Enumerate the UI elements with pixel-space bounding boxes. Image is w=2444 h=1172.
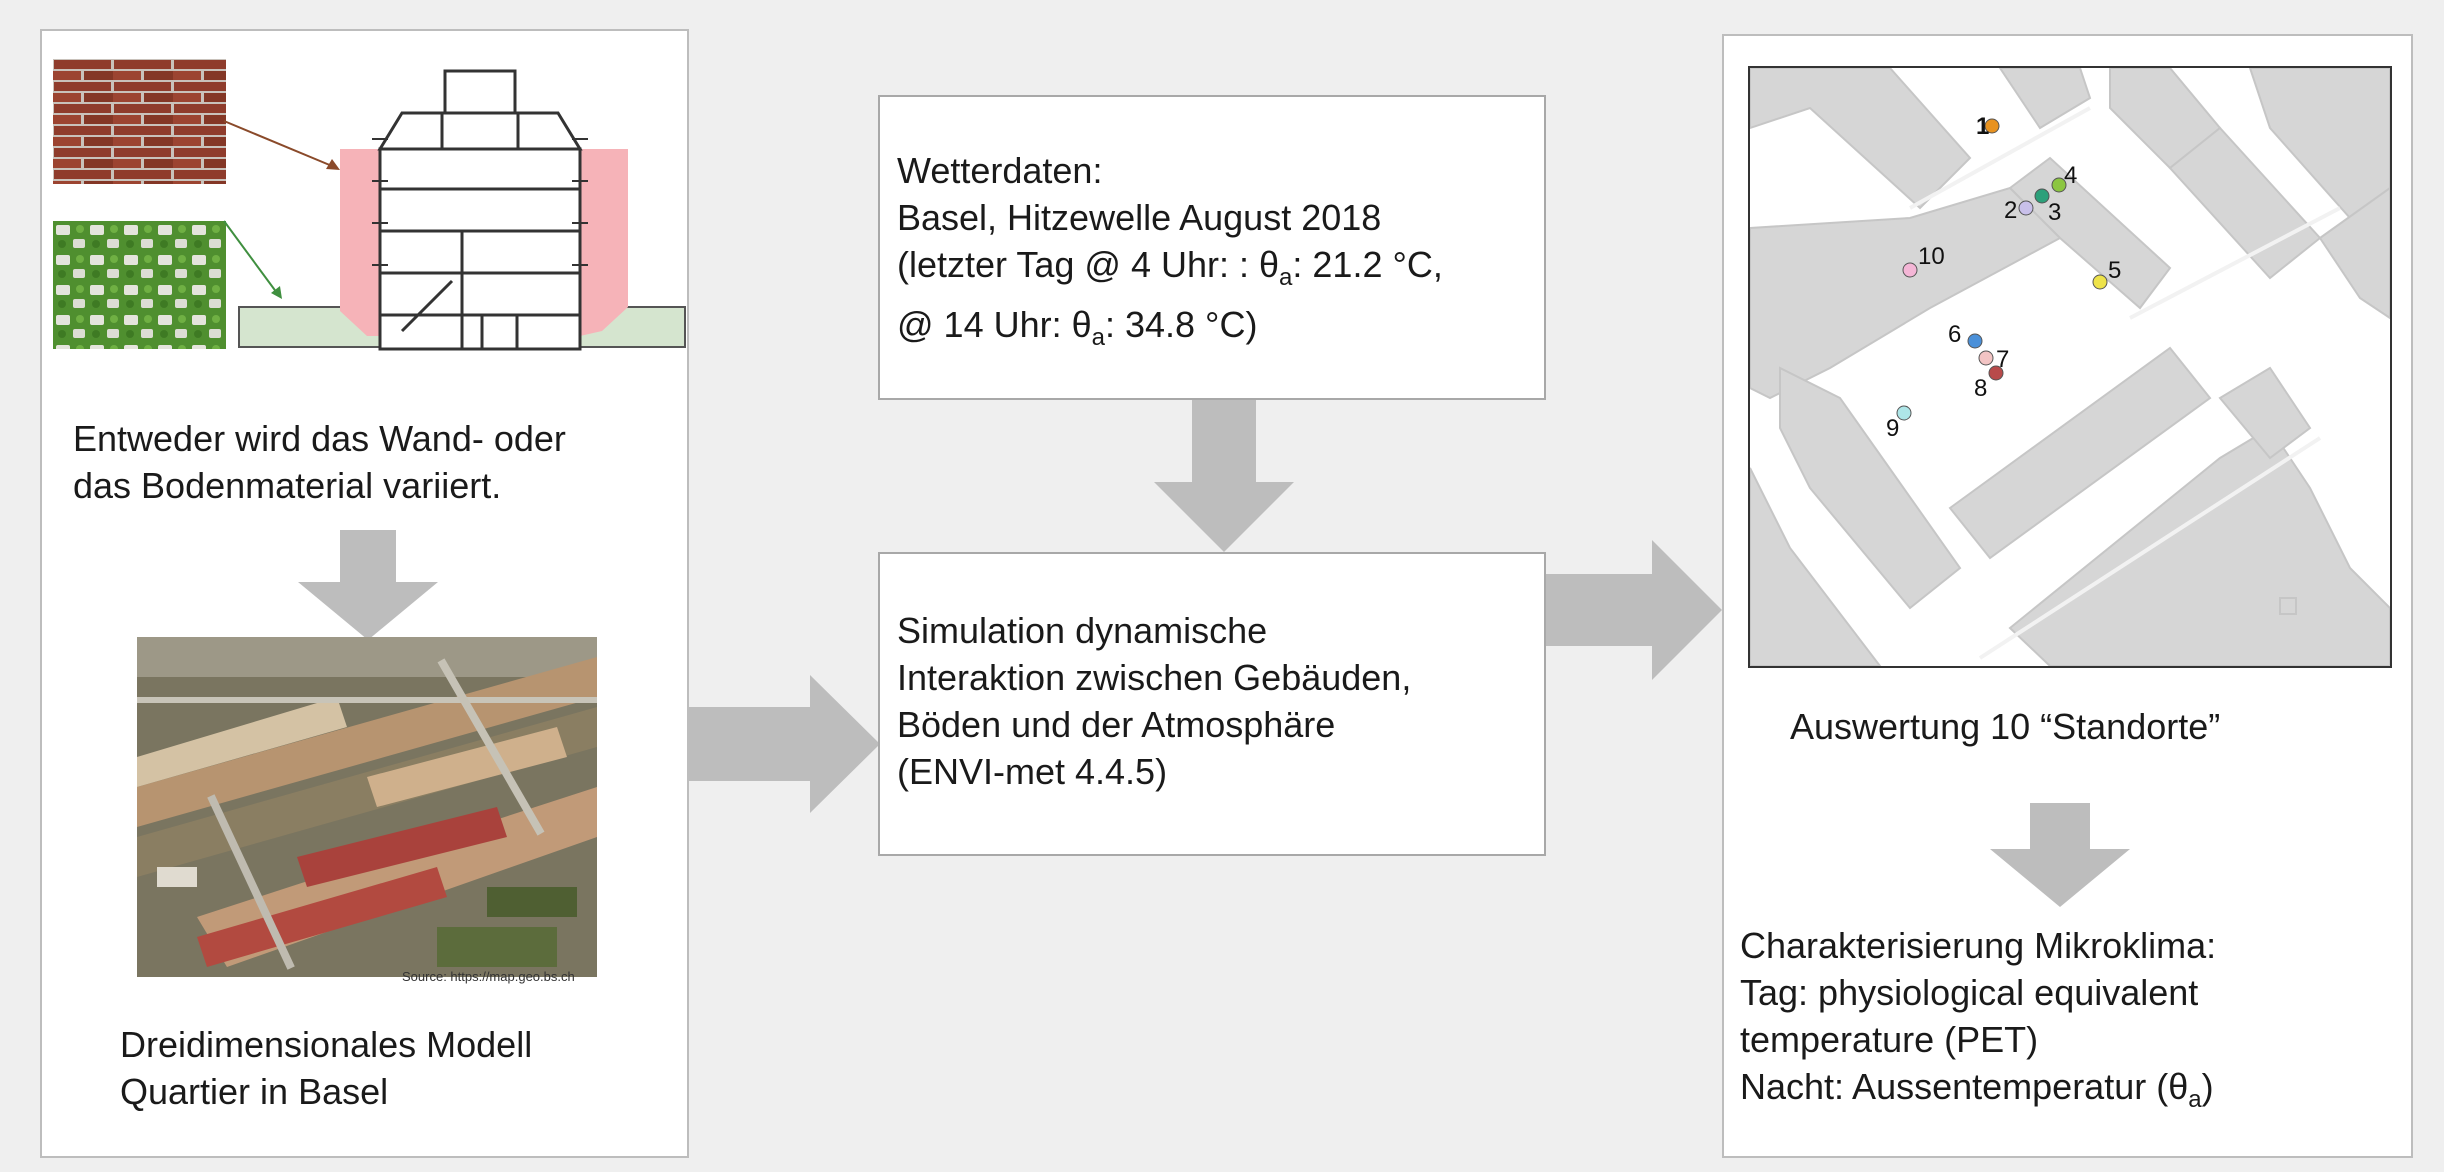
brick-texture-image xyxy=(53,59,226,184)
simulation-line: (ENVI-met 4.4.5) xyxy=(897,751,1168,792)
aerial-photo-image xyxy=(137,637,597,977)
location-label-1: 1 xyxy=(1976,113,1989,140)
location-point-6 xyxy=(1967,333,1983,349)
weather-title: Wetterdaten: xyxy=(897,150,1103,191)
grass-paver-image xyxy=(53,221,226,349)
location-point-8 xyxy=(1988,365,2004,381)
location-label-3: 3 xyxy=(2048,199,2061,226)
subscript: a xyxy=(1091,324,1105,352)
simulation-line: Simulation dynamische xyxy=(897,610,1268,651)
location-label-9: 9 xyxy=(1886,415,1899,442)
simulation-line: Böden und der Atmosphäre xyxy=(897,704,1336,745)
location-point-10 xyxy=(1902,262,1918,278)
location-point-5 xyxy=(2092,274,2108,290)
characterization-night-text: Nacht: Aussentemperatur (θ xyxy=(1740,1066,2189,1107)
map-caption: Auswertung 10 “Standorte” xyxy=(1790,706,2221,747)
location-label-4: 4 xyxy=(2064,162,2077,189)
characterization-title: Charakterisierung Mikroklima: xyxy=(1740,925,2217,966)
weather-day-value: : 34.8 °C) xyxy=(1104,304,1258,346)
location-label-7: 7 xyxy=(1996,346,2009,373)
characterization-night-close: ) xyxy=(2201,1066,2214,1107)
characterization-day: Tag: physiological equivalent xyxy=(1740,972,2199,1013)
location-point-2 xyxy=(2018,200,2034,216)
model-caption-line: Dreidimensionales Modell xyxy=(120,1024,533,1065)
location-point-7 xyxy=(1978,350,1994,366)
weather-night-value: : 21.2 °C, xyxy=(1292,244,1443,285)
location-point-1 xyxy=(1984,118,2000,134)
location-point-9 xyxy=(1896,405,1912,421)
weather-data-box: Wetterdaten: Basel, Hitzewelle August 20… xyxy=(878,95,1546,400)
building-section-drawing xyxy=(223,69,686,351)
location-label-10: 10 xyxy=(1918,243,1945,270)
location-label-6: 6 xyxy=(1948,321,1961,348)
location-label-8: 8 xyxy=(1974,375,1987,402)
down-arrow-icon xyxy=(1990,803,2130,907)
characterization-night: Nacht: Aussentemperatur (θa) xyxy=(1740,1063,2216,1123)
weather-day-text: @ 14 Uhr: θ xyxy=(897,304,1092,346)
location-label-2: 2 xyxy=(2004,197,2017,224)
location-point-4 xyxy=(2051,177,2067,193)
simulation-box: Simulation dynamische Interaktion zwisch… xyxy=(878,552,1546,856)
right-arrow-icon xyxy=(688,675,880,813)
weather-night-text: (letzter Tag @ 4 Uhr: : θ xyxy=(897,244,1280,285)
location-label-5: 5 xyxy=(2108,257,2121,284)
weather-day-temp: @ 14 Uhr: θa: 34.8 °C) xyxy=(897,301,1443,361)
simulation-text: Simulation dynamische Interaktion zwisch… xyxy=(897,607,1411,795)
down-arrow-icon xyxy=(1154,400,1294,552)
image-source-note: Source: https://map.geo.bs.ch xyxy=(402,969,575,984)
left-panel: Entweder wird das Wand- oder das Bodenma… xyxy=(40,29,689,1158)
simulation-line: Interaktion zwischen Gebäuden, xyxy=(897,657,1412,698)
weather-night-temp: (letzter Tag @ 4 Uhr: : θa: 21.2 °C, xyxy=(897,241,1443,301)
material-caption-line: Entweder wird das Wand- oder xyxy=(73,418,566,459)
subscript: a xyxy=(1279,264,1293,292)
model-caption-line: Quartier in Basel xyxy=(120,1071,389,1112)
down-arrow-icon xyxy=(298,530,438,640)
model-caption: Dreidimensionales Modell Quartier in Bas… xyxy=(120,1021,532,1115)
material-caption: Entweder wird das Wand- oder das Bodenma… xyxy=(73,415,566,509)
material-caption-line: das Bodenmaterial variiert. xyxy=(73,465,502,506)
right-arrow-icon xyxy=(1546,540,1722,680)
subscript: a xyxy=(2188,1086,2202,1114)
location-point-3 xyxy=(2034,188,2050,204)
weather-location: Basel, Hitzewelle August 2018 xyxy=(897,197,1382,238)
characterization-day-cont: temperature (PET) xyxy=(1740,1019,2039,1060)
characterization-text: Charakterisierung Mikroklima: Tag: physi… xyxy=(1740,922,2216,1123)
weather-text: Wetterdaten: Basel, Hitzewelle August 20… xyxy=(897,147,1443,361)
